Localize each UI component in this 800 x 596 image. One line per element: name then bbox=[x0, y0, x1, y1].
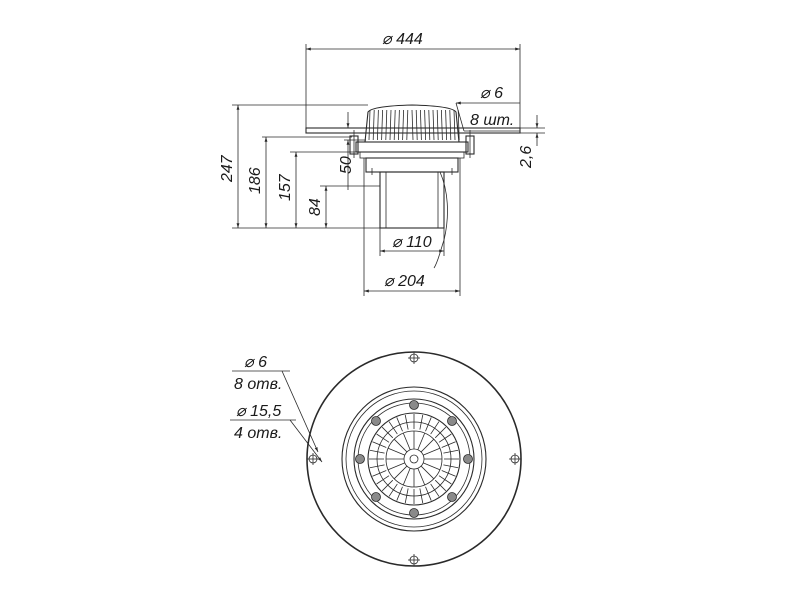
side-view: ⌀ 444 ⌀ 6 8 шт. 2,6 247 bbox=[219, 31, 545, 296]
dim-thickness: 2,6 bbox=[518, 115, 545, 169]
dim-157: 157 bbox=[277, 151, 358, 228]
svg-text:⌀ 444: ⌀ 444 bbox=[382, 31, 423, 48]
svg-text:4 отв.: 4 отв. bbox=[234, 425, 282, 442]
svg-text:84: 84 bbox=[307, 198, 324, 216]
dim-110: ⌀ 110 bbox=[379, 228, 445, 256]
svg-text:186: 186 bbox=[247, 167, 264, 194]
svg-text:8 шт.: 8 шт. bbox=[470, 112, 514, 129]
dim-247: 247 bbox=[219, 104, 380, 229]
svg-text:157: 157 bbox=[277, 173, 294, 201]
svg-text:⌀ 110: ⌀ 110 bbox=[392, 234, 432, 251]
mounting-holes bbox=[307, 352, 521, 566]
plan-view: ⌀ 6 8 отв. ⌀ 15,5 4 отв. bbox=[230, 351, 522, 567]
dim-84: 84 bbox=[307, 185, 380, 228]
dim-204: ⌀ 204 bbox=[363, 158, 461, 296]
svg-text:247: 247 bbox=[219, 154, 236, 183]
dim-444: ⌀ 444 bbox=[305, 31, 521, 128]
svg-text:8 отв.: 8 отв. bbox=[234, 376, 282, 393]
clamp-ring bbox=[355, 141, 469, 153]
dome-grate bbox=[362, 104, 462, 143]
label-hole-15-5: ⌀ 15,5 4 отв. bbox=[230, 403, 323, 463]
drain-pipe bbox=[371, 168, 453, 229]
svg-text:⌀ 15,5: ⌀ 15,5 bbox=[236, 403, 281, 420]
heating-cable bbox=[433, 171, 448, 269]
flange-outline bbox=[306, 351, 522, 567]
svg-text:2,6: 2,6 bbox=[518, 146, 535, 169]
svg-text:50: 50 bbox=[338, 156, 355, 174]
grate-outline bbox=[367, 412, 461, 506]
dim-50: 50 bbox=[338, 112, 366, 190]
svg-text:⌀ 6: ⌀ 6 bbox=[480, 85, 503, 102]
bolt-left bbox=[349, 130, 359, 158]
grate-pattern bbox=[369, 414, 459, 504]
svg-text:⌀ 6: ⌀ 6 bbox=[244, 354, 267, 371]
svg-text:⌀ 204: ⌀ 204 bbox=[384, 273, 425, 290]
drain-body bbox=[365, 157, 459, 173]
label-hole-6: ⌀ 6 8 отв. bbox=[232, 354, 319, 453]
dim-bolt: ⌀ 6 8 шт. bbox=[455, 85, 520, 132]
bolt-right bbox=[465, 130, 475, 158]
dim-186: 186 bbox=[247, 136, 352, 228]
